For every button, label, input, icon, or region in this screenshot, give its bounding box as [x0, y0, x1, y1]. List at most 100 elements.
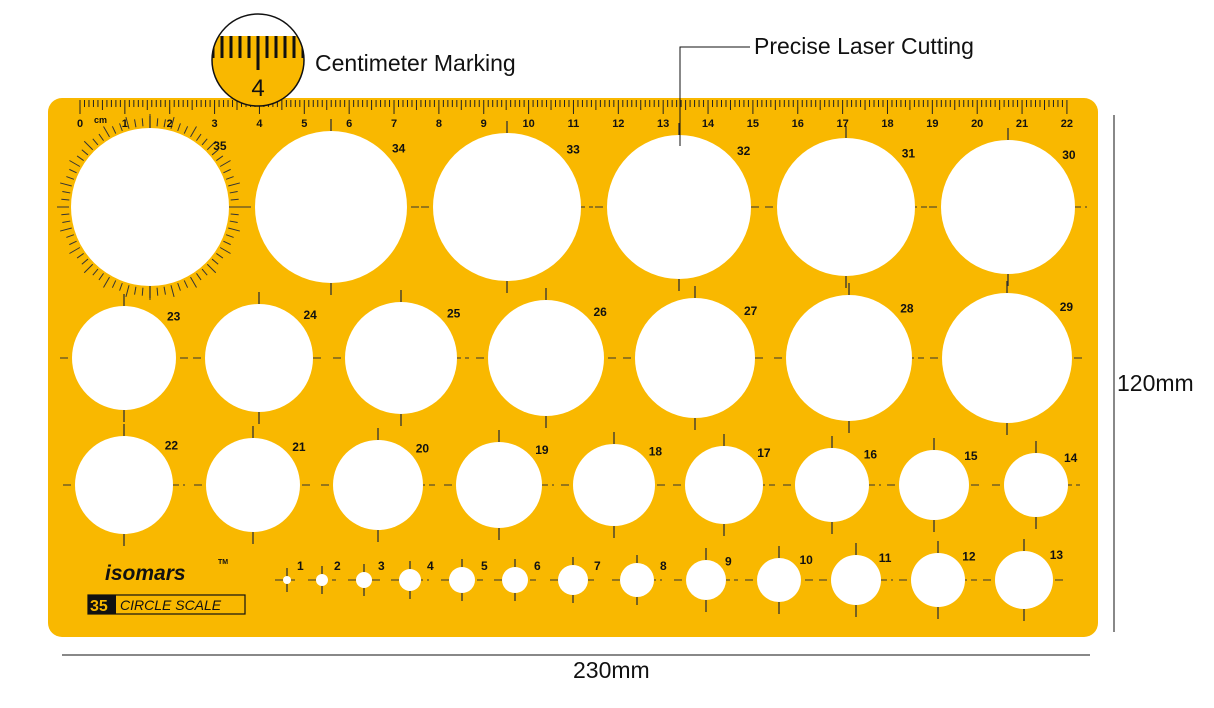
circle-cutout-15 — [899, 450, 969, 520]
circle-cutout-31 — [777, 138, 915, 276]
height-dimension-label: 120mm — [1117, 370, 1194, 396]
centimeter-marking-callout: Centimeter Marking — [315, 50, 516, 76]
trademark-mark: TM — [218, 559, 228, 566]
ruler-label: 11 — [568, 118, 580, 130]
circle-cutout-20 — [333, 440, 423, 530]
circle-size-label: 9 — [725, 555, 732, 569]
circle-cutout-27 — [635, 298, 755, 418]
circle-cutout-22 — [75, 436, 173, 534]
circle-size-label: 8 — [660, 559, 667, 573]
protractor-tick — [183, 126, 189, 134]
circle-size-label: 29 — [1060, 300, 1074, 314]
protractor-tick — [229, 191, 238, 194]
badge-number: 35 — [90, 598, 108, 615]
protractor-tick — [228, 227, 240, 232]
protractor-tick — [230, 213, 239, 216]
protractor-tick — [225, 234, 234, 238]
protractor-tick — [125, 285, 130, 297]
protractor-tick — [134, 119, 137, 128]
circle-cutout-4 — [399, 569, 421, 591]
ruler-label: 12 — [612, 118, 624, 130]
circle-cutout-28 — [786, 295, 912, 421]
circle-cutout-18 — [573, 444, 655, 526]
protractor-tick — [141, 287, 144, 296]
protractor-tick — [219, 247, 231, 254]
circle-size-label: 18 — [649, 444, 663, 458]
protractor-tick — [98, 273, 104, 281]
ruler-label: 5 — [301, 118, 307, 130]
circle-size-label: 24 — [304, 308, 318, 322]
circle-cutout-13 — [995, 551, 1053, 609]
protractor-tick — [196, 273, 202, 281]
protractor-tick — [69, 160, 81, 167]
badge-text: CIRCLE SCALE — [120, 597, 222, 613]
circle-size-label: 34 — [392, 141, 406, 155]
circle-size-label: 23 — [167, 310, 181, 324]
width-dimension-label: 230mm — [573, 657, 650, 683]
ruler-label: 4 — [256, 118, 263, 130]
circle-size-label: 35 — [213, 139, 227, 153]
protractor-tick — [69, 168, 77, 174]
circle-size-label: 3 — [378, 559, 385, 573]
protractor-tick — [206, 263, 217, 274]
circle-size-label: 26 — [594, 305, 608, 319]
circle-cutout-35 — [71, 128, 229, 286]
protractor-tick — [216, 253, 224, 259]
circle-size-label: 7 — [594, 559, 601, 573]
circle-cutout-21 — [206, 438, 300, 532]
protractor-tick — [61, 213, 70, 216]
protractor-tick — [216, 155, 224, 161]
circle-cutout-9 — [686, 560, 726, 600]
circle-cutout-16 — [795, 448, 869, 522]
protractor-tick — [66, 234, 75, 238]
circle-cutout-32 — [607, 135, 751, 279]
protractor-tick — [211, 149, 219, 156]
circle-size-label: 32 — [737, 144, 751, 158]
protractor-tick — [225, 176, 234, 180]
circle-size-label: 2 — [334, 559, 341, 573]
circle-cutout-17 — [685, 446, 763, 524]
laser-cutting-callout: Precise Laser Cutting — [754, 33, 974, 59]
protractor-tick — [103, 276, 110, 288]
protractor-tick — [170, 285, 175, 297]
ruler-label: 10 — [522, 118, 534, 130]
badge-number-box — [88, 595, 116, 614]
circle-size-label: 25 — [447, 307, 461, 321]
circle-size-label: 21 — [292, 440, 306, 454]
circle-size-label: 14 — [1064, 451, 1078, 465]
protractor-tick — [76, 253, 84, 259]
circle-cutout-24 — [205, 304, 313, 412]
ruler-label: 14 — [702, 118, 715, 130]
protractor-tick — [229, 220, 238, 223]
circle-cutout-29 — [942, 293, 1072, 423]
protractor-tick — [190, 126, 197, 138]
protractor-tick — [66, 176, 75, 180]
circle-size-label: 28 — [900, 302, 914, 316]
protractor-tick — [190, 276, 197, 288]
ruler-label: 19 — [926, 118, 938, 130]
ruler-label: 21 — [1016, 118, 1028, 130]
circle-size-label: 12 — [962, 550, 976, 564]
circle-cutout-3 — [356, 572, 372, 588]
protractor-tick — [141, 118, 144, 127]
circle-size-label: 15 — [964, 449, 978, 463]
circle-size-label: 13 — [1050, 548, 1064, 562]
protractor-tick — [230, 198, 239, 201]
protractor-tick — [111, 280, 117, 288]
ruler-label: 16 — [792, 118, 804, 130]
circle-size-label: 33 — [567, 143, 581, 157]
ruler-label: 3 — [212, 118, 218, 130]
circle-size-label: 16 — [864, 447, 878, 461]
protractor-tick — [81, 149, 89, 156]
protractor-tick — [61, 198, 70, 201]
circle-cutout-23 — [72, 306, 176, 410]
circle-cutout-7 — [558, 565, 588, 595]
protractor-tick — [69, 247, 81, 254]
protractor-tick — [163, 119, 166, 128]
ruler-label: 8 — [436, 118, 442, 130]
magnified-number: 4 — [251, 75, 264, 102]
protractor-tick — [211, 258, 219, 265]
protractor-tick — [60, 182, 72, 187]
ruler-label: 2 — [167, 118, 173, 130]
